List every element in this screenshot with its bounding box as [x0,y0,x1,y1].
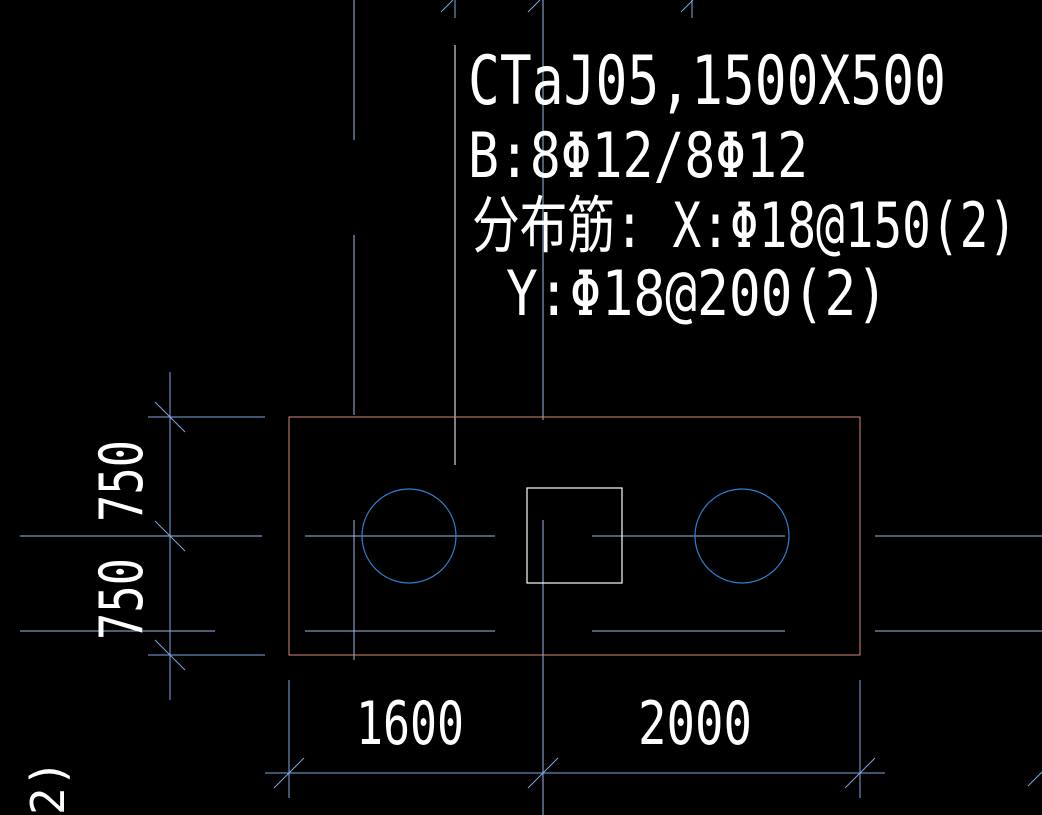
axis-lines [20,0,1042,815]
tick-mark [680,0,694,13]
annotation-line-2: B:8Φ12/8Φ12 [468,119,808,192]
edge-tick-right [1027,771,1042,787]
annotation-line-3: 分布筋: X:Φ18@150(2) [472,189,1017,262]
tick-mark [440,0,454,13]
vertical-tick-top [154,401,186,433]
annotation-line-1: CTaJ05,1500X500 [468,42,946,121]
dimension-label-horizontal-left: 1600 [356,689,464,759]
top-tick-marks [440,0,694,18]
pile-circle-left [361,488,457,584]
vertical-tick-middle [154,520,186,552]
pile-cap-annotation: CTaJ05,1500X500 B:8Φ12/8Φ12 分布筋: X:Φ18@1… [468,42,1017,330]
horizontal-tick-left [273,757,305,789]
pile-circle-right [694,488,790,584]
dimension-label-vertical-lower: 750 [87,558,157,640]
vertical-dimension-chain [148,372,265,700]
horizontal-tick-right [844,757,876,789]
horizontal-tick-center [527,757,559,789]
horizontal-dimension-chain [265,680,1042,798]
dimension-label-horizontal-right: 2000 [638,689,752,759]
dimension-label-vertical-upper: 750 [87,440,157,522]
pile-cap-outline [288,416,861,656]
vertical-tick-bottom [154,639,186,671]
dimension-labels: 750 750 1600 2000 [87,440,752,759]
column-square [526,487,623,584]
edge-axis-label: 2) [21,760,75,815]
tick-mark [527,0,541,13]
annotation-line-4: Y:Φ18@200(2) [506,257,888,330]
